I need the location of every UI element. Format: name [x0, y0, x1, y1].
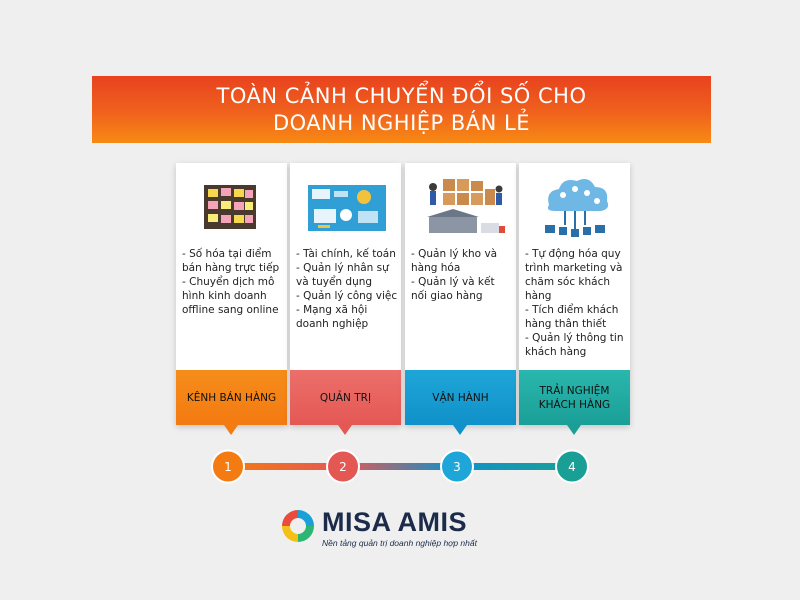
- card-sales-channel: - Số hóa tại điểm bán hàng trực tiếp - C…: [176, 163, 287, 435]
- timeline-step-2: 2: [326, 449, 360, 484]
- svg-text:1: 1: [224, 460, 232, 474]
- brand-tagline: Nền tảng quản trị doanh nghiệp hợp nhất: [322, 538, 477, 548]
- title-banner: TOÀN CẢNH CHUYỂN ĐỔI SỐ CHO DOANH NGHIỆP…: [92, 76, 711, 143]
- brand-logo: MISA AMIS Nền tảng quản trị doanh nghiệp…: [280, 505, 520, 555]
- management-dashboard-icon: [308, 185, 386, 231]
- card-pointer: [567, 425, 581, 435]
- card-operations: - Quản lý kho và hàng hóa - Quản lý và k…: [405, 163, 516, 435]
- card-pointer: [224, 425, 238, 435]
- timeline-step-3: 3: [440, 449, 474, 484]
- warehouse-icon: [427, 179, 505, 233]
- card-customer-experience: - Tự động hóa quy trình marketing và chă…: [519, 163, 630, 435]
- card-label-sales: KÊNH BÁN HÀNG: [176, 370, 287, 425]
- card-description: - Quản lý kho và hàng hóa - Quản lý và k…: [411, 248, 498, 302]
- card-pointer: [338, 425, 352, 435]
- timeline-step-4: 4: [555, 449, 589, 484]
- card-management: - Tài chính, kế toán - Quản lý nhân sự v…: [290, 163, 401, 435]
- cloud-network-icon: [545, 179, 609, 237]
- card-pointer: [453, 425, 467, 435]
- brand-name: MISA AMIS: [322, 507, 467, 537]
- svg-text:2: 2: [339, 460, 347, 474]
- title-line-1: TOÀN CẢNH CHUYỂN ĐỔI SỐ CHO: [216, 83, 587, 108]
- card-label-operations: VẬN HÀNH: [405, 370, 516, 425]
- misa-logo-icon: [282, 510, 314, 542]
- sticky-notes-board-icon: [204, 185, 256, 229]
- card-description: - Tự động hóa quy trình marketing và chă…: [525, 248, 624, 358]
- timeline: 1 2 3 4: [211, 449, 589, 484]
- timeline-step-1: 1: [211, 449, 245, 484]
- timeline-bar: [228, 463, 572, 470]
- card-description: - Số hóa tại điểm bán hàng trực tiếp - C…: [182, 248, 280, 316]
- svg-text:3: 3: [453, 460, 461, 474]
- card-label-customer: TRẢI NGHIỆM KHÁCH HÀNG: [519, 370, 630, 425]
- card-label-management: QUẢN TRỊ: [290, 370, 401, 425]
- title-line-2: DOANH NGHIỆP BÁN LẺ: [272, 110, 531, 135]
- card-description: - Tài chính, kế toán - Quản lý nhân sự v…: [296, 248, 398, 330]
- svg-text:4: 4: [568, 460, 576, 474]
